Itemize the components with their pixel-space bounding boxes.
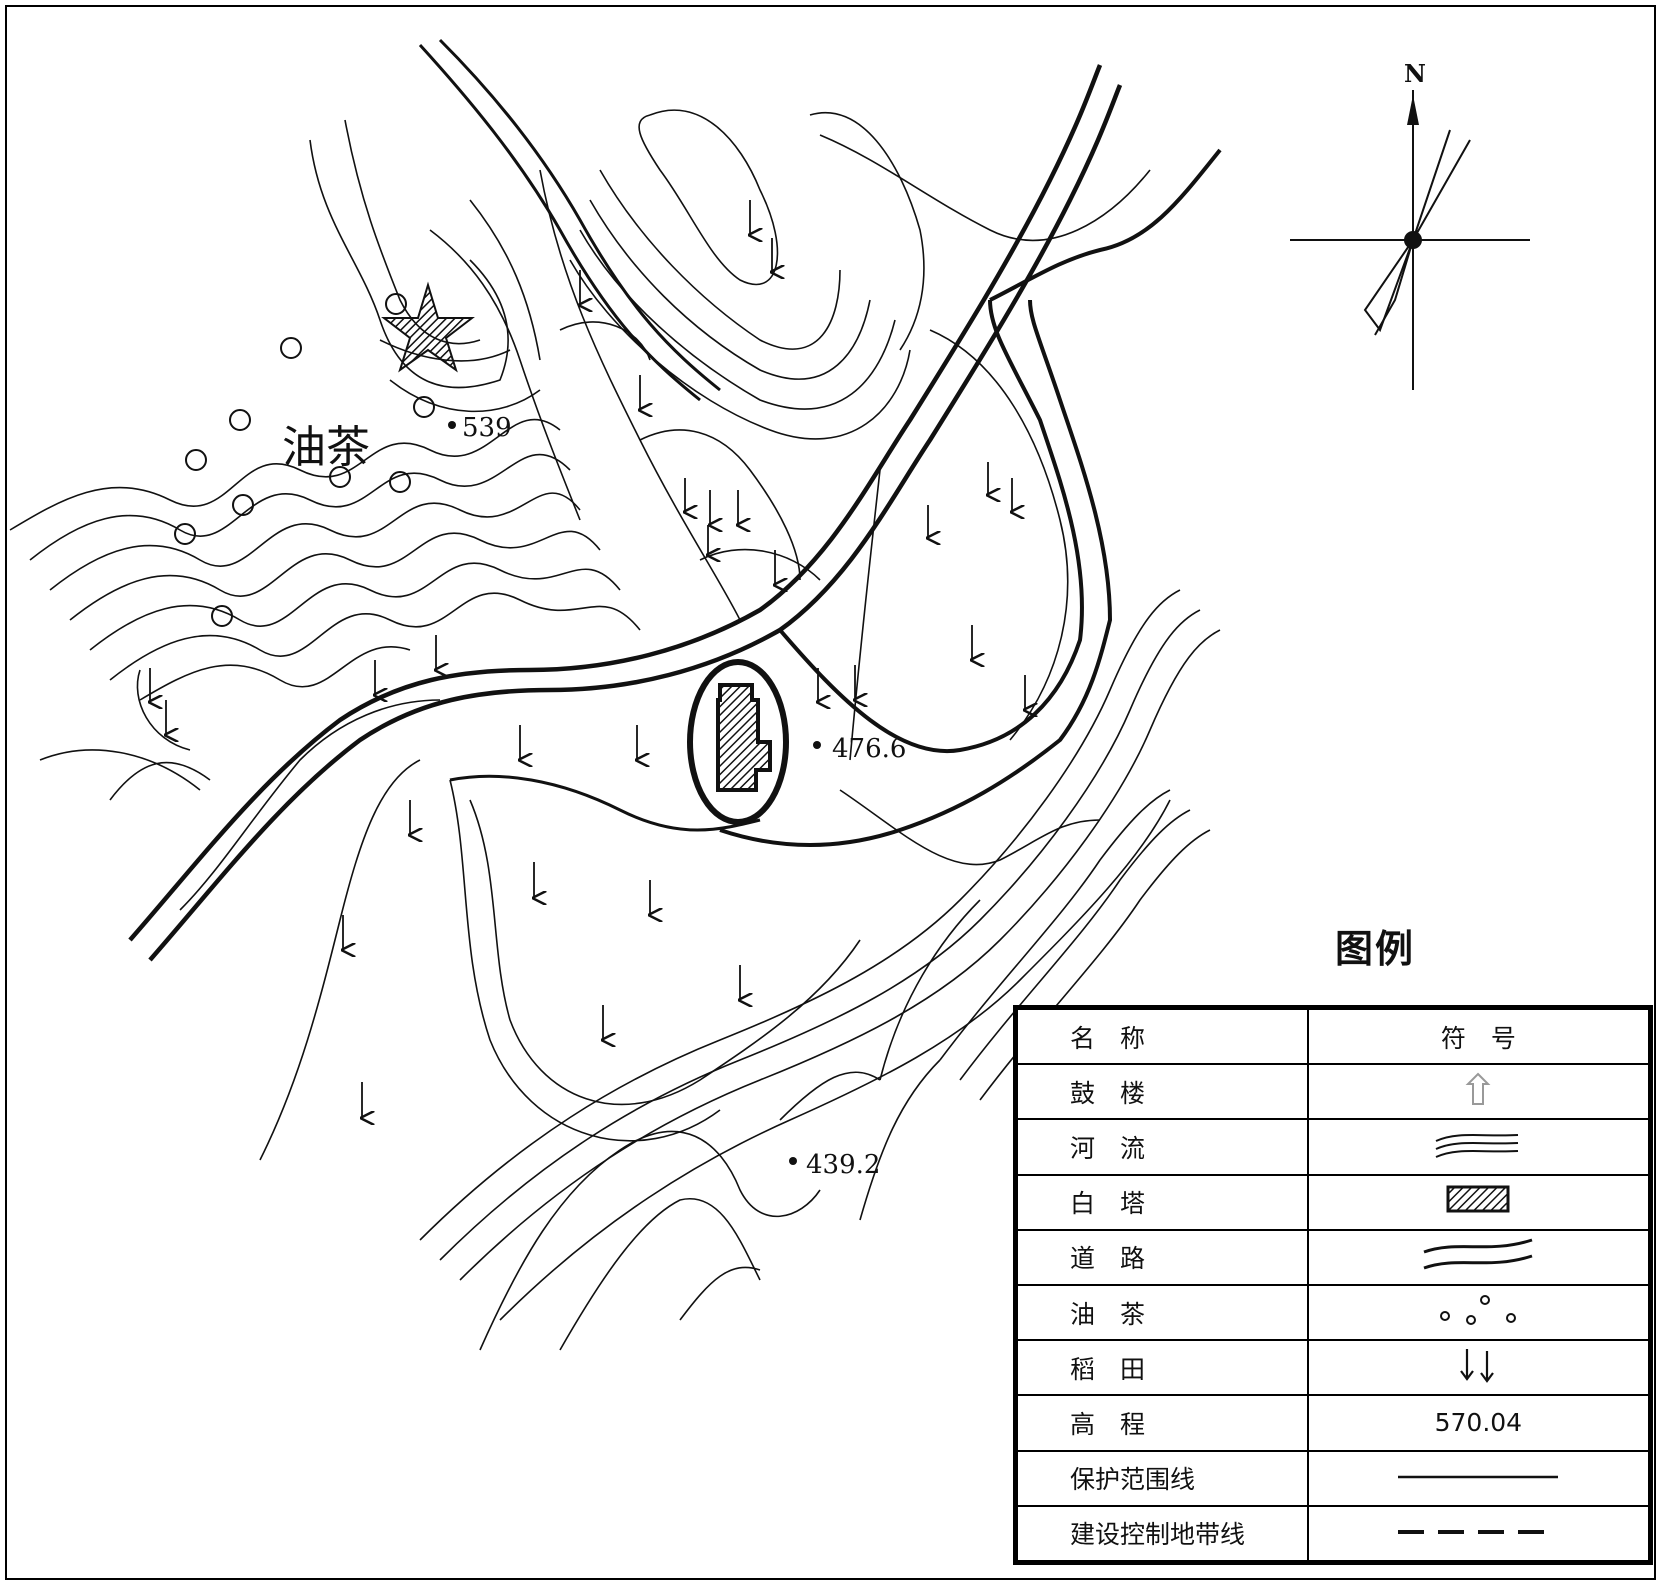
legend-row: 道 路 (1016, 1228, 1651, 1286)
legend-header-name: 名 称 (1016, 1007, 1309, 1066)
contour-lines-west (9, 418, 641, 801)
white-pagoda-map-icon (716, 683, 772, 792)
river-icon (1435, 1133, 1519, 1158)
protection-line-icon (1398, 1475, 1559, 1478)
legend-row-name: 高 程 (1070, 1409, 1146, 1439)
white-pagoda-icon (1446, 1185, 1510, 1213)
elevation-points (448, 421, 821, 1165)
drum-tower-icon (1465, 1072, 1491, 1105)
legend-row: 高 程 570.04 (1016, 1394, 1651, 1452)
legend-row: 稻 田 (1016, 1339, 1651, 1397)
contour-lines-south (179, 699, 1101, 1351)
elevation-sample-value: 570.04 (1434, 1408, 1523, 1438)
drum-tower-map-icon (381, 281, 475, 373)
legend-row: 鼓 楼 (1016, 1063, 1651, 1121)
contour-hill-north (569, 109, 1151, 440)
protection-boundary (687, 659, 789, 825)
oil-tea-markers (174, 293, 435, 627)
legend-row: 白 塔 (1016, 1173, 1651, 1231)
legend-table: 名 称 符 号 鼓 楼 河 流 白 塔 (1013, 1005, 1653, 1565)
main-road (128, 38, 1222, 962)
legend-row: 建设控制地带线 (1016, 1504, 1651, 1563)
legend-row-name: 白 塔 (1070, 1189, 1146, 1219)
legend-header-row: 名 称 符 号 (1016, 1007, 1651, 1066)
oil-tea-icon (1440, 1294, 1517, 1325)
legend-row-name: 河 流 (1070, 1133, 1146, 1163)
north-label: N (1404, 59, 1426, 88)
area-name-label: 油茶 (282, 422, 370, 473)
legend-row: 保护范围线 (1016, 1449, 1651, 1507)
paddy-field-markers (150, 200, 1025, 1118)
legend-row-name: 稻 田 (1070, 1354, 1146, 1384)
page-border (5, 5, 1656, 1580)
elevation-label-539: 539 (462, 413, 512, 443)
legend-header-symbol: 符 号 (1306, 1007, 1651, 1066)
legend-row-name: 保护范围线 (1070, 1465, 1196, 1495)
construction-control-line-icon (1398, 1529, 1559, 1534)
north-arrow: N (1290, 59, 1530, 390)
paddy-field-icon (1460, 1348, 1495, 1383)
legend-row: 河 流 (1016, 1118, 1651, 1176)
elevation-label-439: 439.2 (806, 1150, 880, 1180)
legend-row: 油 茶 (1016, 1283, 1651, 1342)
legend-row-name: 建设控制地带线 (1070, 1520, 1246, 1550)
road-icon (1423, 1238, 1533, 1270)
legend-title: 图例 (1334, 927, 1415, 971)
elevation-label-476: 476.6 (832, 734, 906, 764)
legend-row-name: 油 茶 (1070, 1299, 1146, 1329)
legend-row-name: 鼓 楼 (1070, 1078, 1146, 1108)
legend-row-name: 道 路 (1070, 1244, 1146, 1274)
